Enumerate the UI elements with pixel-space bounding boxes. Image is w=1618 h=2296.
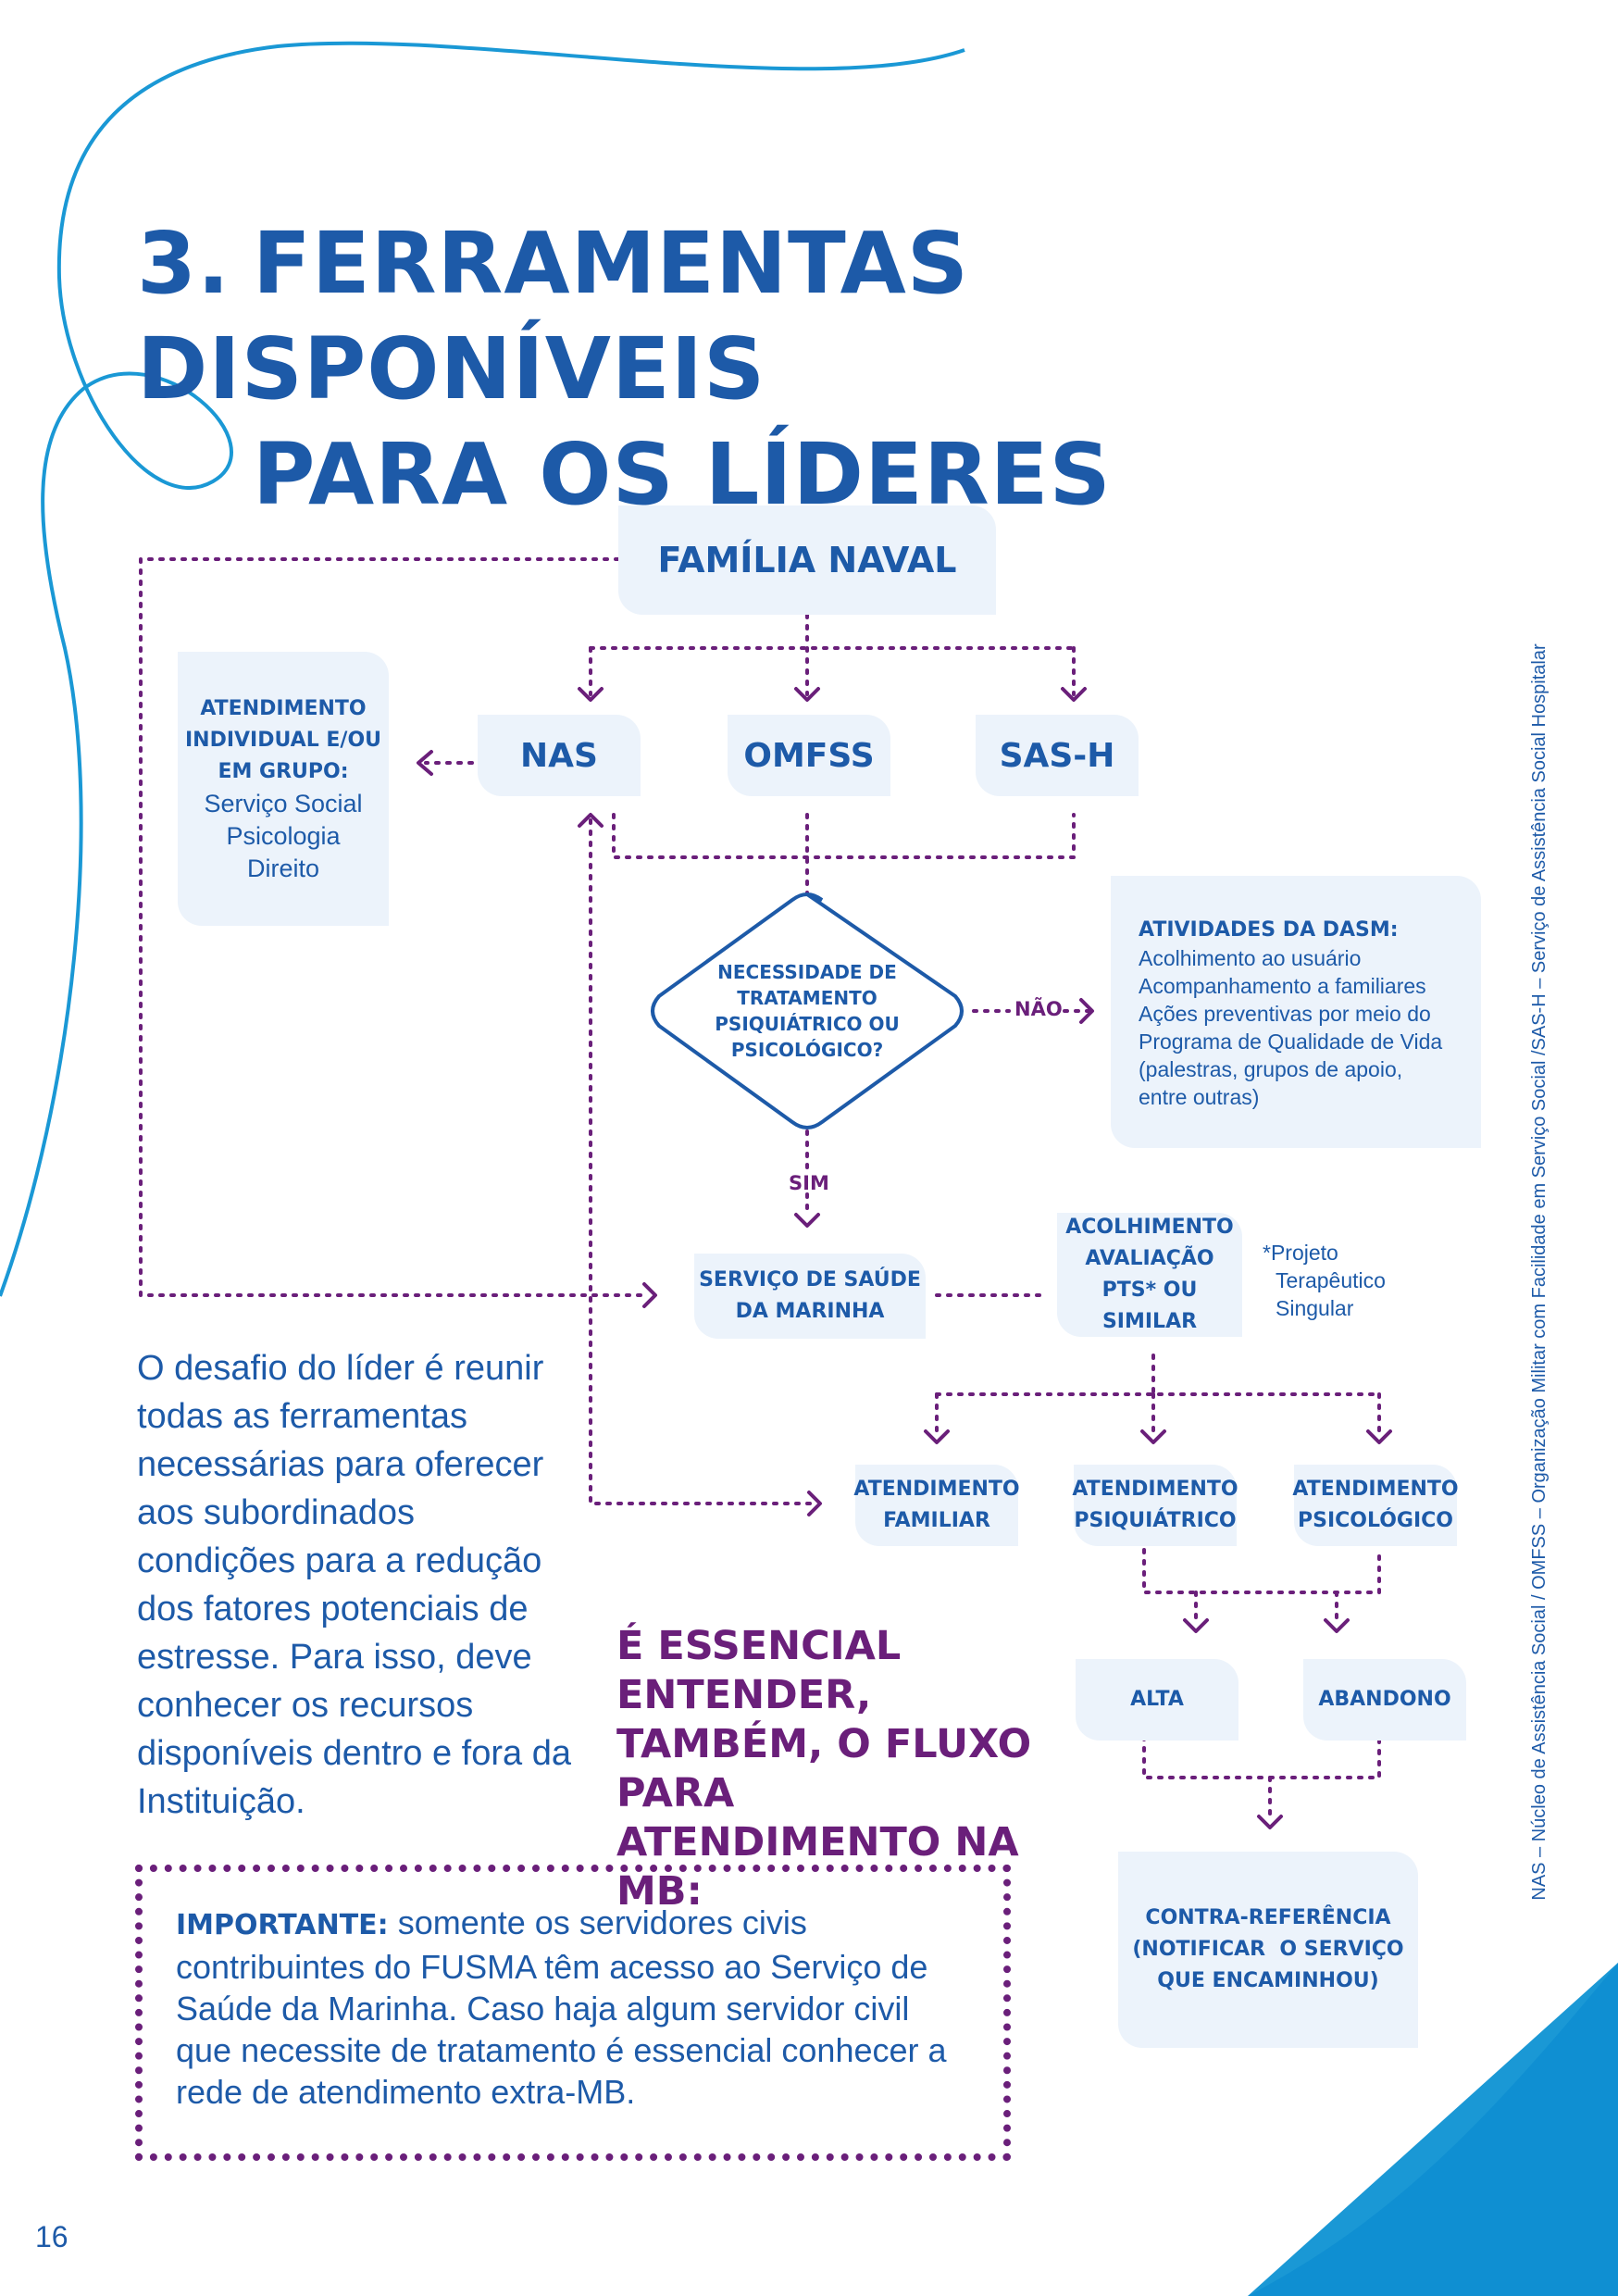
decision-text: NECESSIDADE DE TRATAMENTO PSIQUIÁTRICO O… xyxy=(696,959,918,1063)
decision-diamond-shape xyxy=(651,892,964,1129)
omfss-label: OMFSS xyxy=(743,736,875,775)
acolhimento-line-3: PTS* OU SIMILAR xyxy=(1101,1279,1198,1333)
atendimento-psicologico-line-2: PSICOLÓGICO xyxy=(1297,1509,1454,1532)
important-label: IMPORTANTE: xyxy=(176,1909,389,1941)
dasm-box: ATIVIDADES DA DASM: Acolhimento ao usuár… xyxy=(1111,876,1481,1148)
servico-saude-line-2: DA MARINHA xyxy=(735,1300,885,1323)
alta-box: ALTA xyxy=(1076,1659,1238,1741)
decision-line-4: PSICOLÓGICO? xyxy=(730,1039,884,1061)
important-notice: IMPORTANTE: somente os servidores civis … xyxy=(135,1865,1011,2161)
abandono-label: ABANDONO xyxy=(1318,1688,1451,1711)
atendimento-individual-heading-1: ATENDIMENTO xyxy=(200,696,367,720)
pts-note-line-2: Terapêutico xyxy=(1276,1268,1386,1292)
nas-label: NAS xyxy=(520,736,598,775)
acolhimento-line-1: ACOLHIMENTO xyxy=(1065,1216,1234,1239)
atendimento-psiquiatrico-line-2: PSIQUIÁTRICO xyxy=(1074,1509,1237,1532)
dasm-item-6: entre outras) xyxy=(1139,1085,1260,1109)
atendimento-individual-box: ATENDIMENTO INDIVIDUAL E/OU EM GRUPO: Se… xyxy=(178,652,389,926)
familia-naval-label: FAMÍLIA NAVAL xyxy=(657,540,957,580)
dasm-heading: ATIVIDADES DA DASM: xyxy=(1139,918,1399,942)
decorative-curve xyxy=(0,41,965,1297)
pts-note-line-1: *Projeto xyxy=(1263,1241,1338,1265)
nas-box: NAS xyxy=(478,715,641,796)
atendimento-familiar-box: ATENDIMENTO FAMILIAR xyxy=(853,1465,1020,1546)
pts-note-line-3: Singular xyxy=(1276,1296,1354,1320)
title-number: 3. xyxy=(137,214,230,313)
atendimento-psicologico-box: ATENDIMENTO PSICOLÓGICO xyxy=(1292,1465,1459,1546)
acolhimento-box: ACOLHIMENTO AVALIAÇÃO PTS* OU SIMILAR xyxy=(1057,1213,1242,1337)
page-number: 16 xyxy=(35,2220,68,2253)
decision-line-3: PSIQUIÁTRICO OU xyxy=(715,1013,900,1035)
acolhimento-line-2: AVALIAÇÃO xyxy=(1085,1247,1214,1270)
atendimento-item-psicologia: Psicologia xyxy=(226,821,341,850)
pts-note: *Projeto Terapêutico Singular xyxy=(1263,1239,1386,1322)
dasm-item-3: Ações preventivas por meio do xyxy=(1139,1002,1431,1026)
nao-label: NÃO xyxy=(1014,998,1063,1020)
atendimento-psicologico-line-1: ATENDIMENTO xyxy=(1292,1478,1459,1501)
contra-referencia-line-1: CONTRA-REFERÊNCIA xyxy=(1145,1906,1391,1929)
title-line-1: FERRAMENTAS DISPONÍVEIS xyxy=(137,214,970,418)
contra-referencia-box: CONTRA-REFERÊNCIA (NOTIFICAR O SERVIÇO Q… xyxy=(1118,1852,1418,2048)
alta-label: ALTA xyxy=(1130,1688,1184,1711)
dasm-item-1: Acolhimento ao usuário xyxy=(1139,946,1362,970)
essencial-heading: É ESSENCIAL ENTENDER, TAMBÉM, O FLUXO PA… xyxy=(616,1623,1032,1915)
atendimento-psiquiatrico-line-1: ATENDIMENTO xyxy=(1072,1478,1238,1501)
sim-label: SIM xyxy=(789,1172,829,1194)
dasm-item-5: (palestras, grupos de apoio, xyxy=(1139,1057,1403,1081)
decision-line-1: NECESSIDADE DE xyxy=(717,961,897,983)
decision-line-2: TRATAMENTO xyxy=(737,987,877,1009)
sash-box: SAS-H xyxy=(976,715,1139,796)
atendimento-familiar-line-2: FAMILIAR xyxy=(883,1509,990,1532)
dasm-item-4: Programa de Qualidade de Vida xyxy=(1139,1029,1443,1054)
atendimento-item-servico-social: Serviço Social xyxy=(204,789,363,817)
atendimento-item-direito: Direito xyxy=(246,854,320,882)
contra-referencia-line-3: QUE ENCAMINHOU) xyxy=(1157,1969,1379,1992)
atendimento-familiar-line-1: ATENDIMENTO xyxy=(853,1478,1020,1501)
omfss-box: OMFSS xyxy=(728,715,890,796)
page-title: 3.FERRAMENTAS DISPONÍVEIS PARA OS LÍDERE… xyxy=(137,211,1525,528)
atendimento-individual-heading-2: INDIVIDUAL E/OU xyxy=(184,728,382,752)
atendimento-psiquiatrico-box: ATENDIMENTO PSIQUIÁTRICO xyxy=(1072,1465,1238,1546)
leader-paragraph: O desafio do líder é reunir todas as fer… xyxy=(137,1349,571,1821)
servico-saude-line-1: SERVIÇO DE SAÚDE xyxy=(699,1268,921,1292)
important-text: somente os servidores civis contribuinte… xyxy=(176,1903,947,2111)
servico-saude-box: SERVIÇO DE SAÚDE DA MARINHA xyxy=(694,1254,926,1339)
atendimento-individual-heading-3: EM GRUPO: xyxy=(218,759,349,783)
sash-label: SAS-H xyxy=(999,736,1115,775)
abandono-box: ABANDONO xyxy=(1303,1659,1466,1741)
side-note: NAS – Núcleo de Assistência Social / OMF… xyxy=(1529,643,1550,1901)
familia-naval-box: FAMÍLIA NAVAL xyxy=(618,505,996,615)
dasm-item-2: Acompanhamento a familiares xyxy=(1139,974,1426,998)
contra-referencia-line-2: (NOTIFICAR O SERVIÇO xyxy=(1132,1938,1404,1961)
